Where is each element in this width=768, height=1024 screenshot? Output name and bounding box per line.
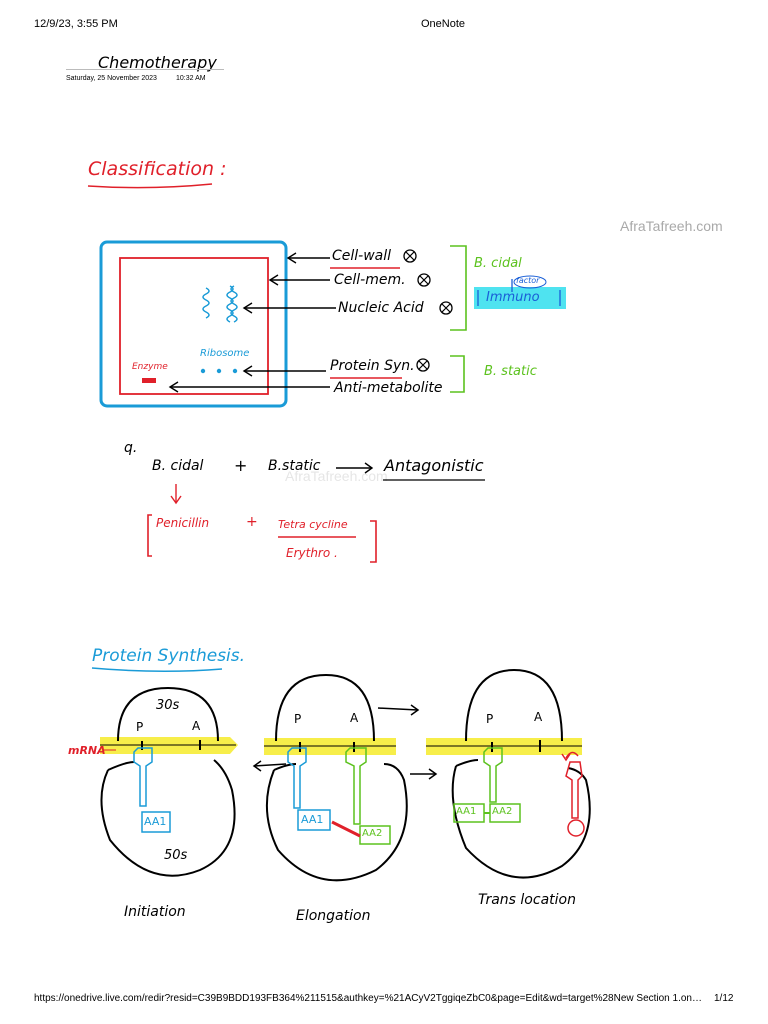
aa1-translocation: AA1	[456, 806, 477, 817]
ribosome-label: Ribosome	[200, 348, 250, 359]
footer-url[interactable]: https://onedrive.live.com/redir?resid=C3…	[34, 993, 702, 1004]
aa1-elongation: AA1	[301, 813, 324, 826]
bacteriostatic-label: B. static	[484, 364, 537, 379]
aa1-initiation: AA1	[144, 815, 167, 828]
dna-coil-2	[226, 285, 234, 323]
large-subunit-label: 50s	[164, 848, 188, 863]
cell-wall-shape	[99, 240, 288, 408]
watermark: AfraTafreeh.com	[620, 218, 723, 234]
watermark-faint: AfraTafreeh.com	[285, 468, 388, 484]
dna-coil-1	[202, 287, 210, 319]
page-title: Chemotherapy	[98, 53, 217, 72]
aa2-elongation: AA2	[362, 828, 383, 839]
example-tetracycline: Tetra cycline	[278, 518, 348, 531]
combo-result: Antagonistic	[384, 456, 484, 475]
site-a-3: A	[534, 710, 543, 724]
stage-elongation: Elongation	[296, 908, 371, 924]
combo-static: B.static	[268, 458, 321, 474]
example-erythro: Erythro .	[286, 546, 338, 560]
small-subunit-label: 30s	[156, 698, 180, 713]
stage-translocation: Trans location	[478, 892, 576, 908]
target-cell-membrane: Cell-mem.	[334, 272, 406, 288]
immuno-label: Immuno	[486, 290, 540, 305]
example-penicillin: Penicillin	[156, 516, 210, 530]
target-nucleic-acid: Nucleic Acid	[338, 300, 424, 316]
site-p-2: P	[294, 712, 302, 726]
page-count: 1/12	[714, 993, 734, 1004]
title-underline	[66, 69, 224, 70]
stage-initiation: Initiation	[124, 904, 186, 920]
bactericidal-label: B. cidal	[474, 256, 522, 271]
combo-plus: +	[234, 456, 248, 475]
target-antimetabolite: Anti-metabolite	[334, 380, 443, 396]
target-protein-synthesis: Protein Syn.	[330, 358, 415, 374]
classification-heading: Classification :	[88, 158, 227, 180]
cell-membrane-shape	[119, 257, 269, 395]
example-plus: +	[246, 514, 258, 530]
protein-synthesis-heading: Protein Synthesis.	[92, 646, 246, 666]
site-p-3: P	[486, 712, 494, 726]
combo-cidal: B. cidal	[152, 458, 204, 474]
factor-label: factor	[516, 276, 540, 285]
app-name: OneNote	[421, 18, 466, 30]
print-datetime: 12/9/23, 3:55 PM	[34, 18, 118, 30]
site-a-2: A	[350, 711, 359, 725]
aa2-translocation: AA2	[492, 806, 513, 817]
mrna-label: mRNA	[68, 744, 106, 757]
enzyme-label: Enzyme	[132, 362, 168, 372]
target-cell-wall: Cell-wall	[332, 248, 392, 264]
question-mark-label: q.	[124, 440, 138, 456]
site-a-1: A	[192, 719, 201, 733]
site-p-1: P	[136, 720, 144, 734]
page-date: Saturday, 25 November 2023	[66, 75, 157, 82]
page-time: 10:32 AM	[176, 75, 206, 82]
